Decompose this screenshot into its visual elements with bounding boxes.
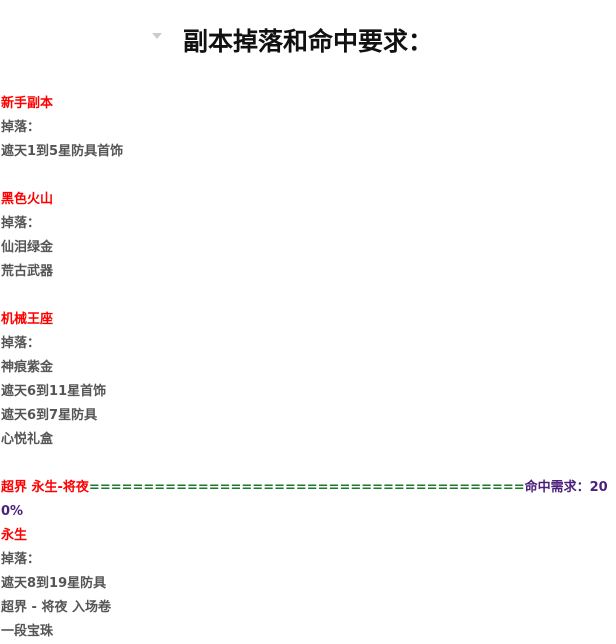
separator: ======================================== bbox=[88, 480, 525, 495]
dungeon-name: 机械王座 bbox=[1, 312, 54, 327]
drop-label: 掉落： bbox=[1, 336, 41, 351]
collapse-triangle-icon[interactable] bbox=[152, 33, 162, 39]
drop-label: 掉落： bbox=[1, 216, 41, 231]
drop-item: 仙泪绿金 bbox=[1, 240, 54, 255]
hit-requirement: 命中需求：200% bbox=[1, 480, 608, 519]
drop-item: 遮天6到11星首饰 bbox=[1, 384, 107, 399]
chaojie-header: 超界 永生-将夜================================… bbox=[1, 476, 613, 524]
drop-item: 超界 - 将夜 入场卷 bbox=[1, 600, 111, 615]
drop-item: 神痕紫金 bbox=[1, 360, 54, 375]
drop-item: 心悦礼盒 bbox=[1, 432, 54, 447]
dungeon-name: 黑色火山 bbox=[1, 192, 54, 207]
content: 新手副本 掉落： 遮天1到5星防具首饰 黑色火山 掉落： 仙泪绿金 荒古武器 机… bbox=[1, 92, 613, 644]
dungeon-name: 新手副本 bbox=[1, 96, 54, 111]
drop-label: 掉落： bbox=[1, 552, 41, 567]
drop-item: 荒古武器 bbox=[1, 264, 54, 279]
drop-item: 遮天1到5星防具首饰 bbox=[1, 144, 124, 159]
drop-item: 遮天6到7星防具 bbox=[1, 408, 98, 423]
drop-label: 掉落： bbox=[1, 120, 41, 135]
drop-item: 遮天8到19星防具 bbox=[1, 576, 107, 591]
dungeon-name: 永生 bbox=[1, 528, 28, 543]
chaojie-title: 超界 永生-将夜 bbox=[1, 480, 89, 495]
drop-item: 一段宝珠 bbox=[1, 624, 54, 639]
page-title: 副本掉落和命中要求： bbox=[182, 27, 433, 56]
